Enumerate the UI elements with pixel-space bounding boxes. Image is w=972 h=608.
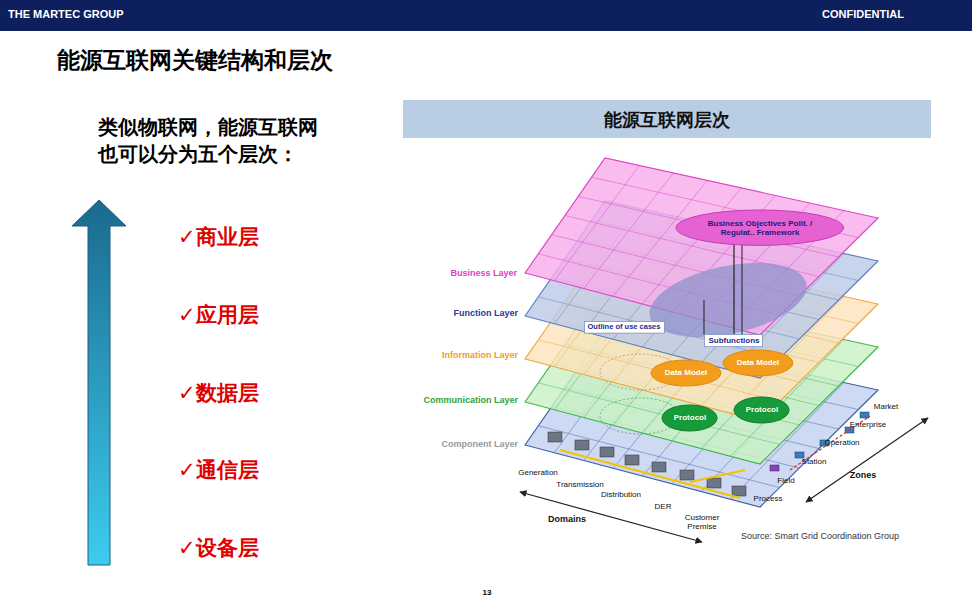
model-ellipse: Protocol bbox=[661, 404, 718, 432]
layer-item: ✓商业层 bbox=[178, 225, 259, 250]
axis-label: Process bbox=[754, 494, 783, 504]
node-text: Protocol bbox=[746, 405, 778, 414]
node-text: Data Model bbox=[737, 358, 780, 367]
figure-header-bar bbox=[403, 100, 931, 138]
layer-name: Business Layer bbox=[450, 268, 517, 279]
header-text: THE MARTEC GROUP bbox=[8, 8, 124, 21]
layer-name: Information Layer bbox=[442, 350, 518, 361]
layer-item: ✓通信层 bbox=[178, 458, 259, 483]
source-note: Source: Smart Grid Coordination Group bbox=[741, 531, 899, 542]
axis-label: Customer Premise bbox=[677, 513, 727, 531]
axis-label: DER bbox=[655, 502, 672, 512]
axis-label: Enterprise bbox=[850, 420, 886, 430]
node-text: Outline of use cases bbox=[588, 323, 661, 332]
model-ellipse: Data Model bbox=[722, 349, 794, 377]
layer-name: Function Layer bbox=[453, 308, 518, 319]
node-text: Business Objectives Polit. / Regulat.. F… bbox=[705, 219, 815, 237]
axis-label: Domains bbox=[548, 514, 586, 525]
axis-label: Field bbox=[777, 476, 794, 486]
intro-text: 类似物联网，能源互联网 也可以分为五个层次： bbox=[98, 114, 348, 168]
axis-label: Station bbox=[802, 457, 827, 467]
node-text: Protocol bbox=[674, 413, 706, 422]
axis-label: Zones bbox=[850, 470, 877, 481]
model-ellipse: Business Objectives Polit. / Regulat.. F… bbox=[675, 209, 845, 246]
figure-title: 能源互联网层次 bbox=[604, 109, 730, 131]
axis-label: Operation bbox=[824, 438, 859, 448]
axis-label: Transmission bbox=[556, 480, 603, 490]
up-arrow bbox=[72, 200, 126, 565]
use-case-box: Subfunctions bbox=[704, 334, 763, 347]
layer-item: ✓应用层 bbox=[178, 303, 259, 328]
use-case-box: Outline of use cases bbox=[584, 321, 665, 334]
support-line bbox=[703, 300, 704, 334]
connector-line bbox=[733, 245, 734, 335]
node-text: Data Model bbox=[665, 368, 708, 377]
model-ellipse: Data Model bbox=[650, 359, 722, 387]
page-number: 13 bbox=[483, 588, 492, 598]
layer-name: Component Layer bbox=[441, 439, 518, 450]
slide-title: 能源互联网关键结构和层次 bbox=[57, 45, 333, 76]
layer-item: ✓数据层 bbox=[178, 381, 259, 406]
support-line bbox=[741, 244, 742, 335]
model-ellipse: Protocol bbox=[733, 396, 790, 424]
figure-panel bbox=[403, 100, 931, 572]
axis-label: Distribution bbox=[601, 490, 641, 500]
layer-blobs bbox=[600, 250, 813, 434]
layer-item: ✓设备层 bbox=[178, 536, 259, 561]
layer-name: Communication Layer bbox=[423, 395, 518, 406]
node-text: Subfunctions bbox=[708, 336, 759, 345]
axis-label: Generation bbox=[518, 468, 558, 478]
axis-label: Market bbox=[874, 402, 898, 412]
axes bbox=[520, 418, 928, 542]
header-text: CONFIDENTIAL bbox=[822, 8, 904, 21]
layer-planes bbox=[525, 158, 878, 507]
header-bar bbox=[0, 0, 972, 31]
